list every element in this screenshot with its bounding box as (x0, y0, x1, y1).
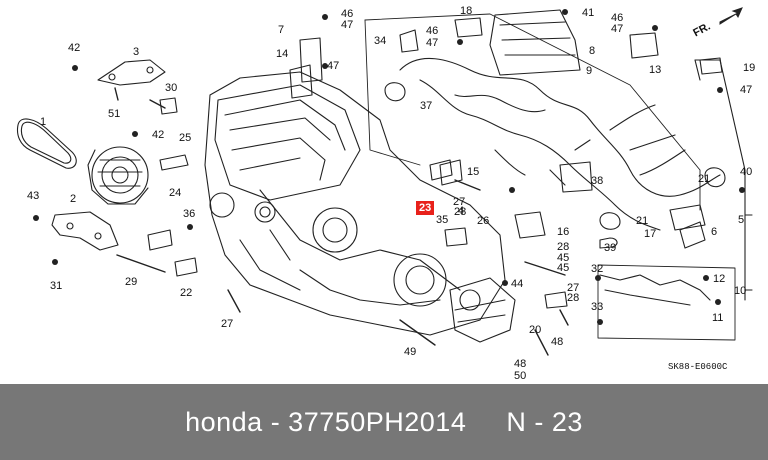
callout-42a: 42 (68, 42, 81, 54)
callout-47c: 47 (327, 60, 340, 72)
callout-27b: 27 (453, 196, 466, 208)
callout-3: 3 (133, 46, 140, 58)
callout-46c: 46 (611, 12, 624, 24)
callout-6: 6 (711, 226, 718, 238)
callout-38: 38 (591, 175, 604, 187)
callout-5: 5 (738, 214, 745, 226)
callout-7: 7 (278, 24, 285, 36)
callout-25: 25 (179, 132, 192, 144)
engine-line-drawing (16, 7, 753, 356)
drawing-code: SK88-E0600C (668, 362, 728, 372)
callout-47b: 47 (426, 37, 439, 49)
callout-26: 26 (477, 215, 490, 227)
callout-46b: 46 (426, 25, 439, 37)
callout-17: 17 (644, 228, 657, 240)
callout-1: 1 (40, 116, 47, 128)
callout-48a: 48 (551, 336, 564, 348)
callout-27a: 27 (221, 318, 234, 330)
callout-28c: 28 (567, 292, 580, 304)
callout-28a: 28 (454, 206, 467, 218)
callout-31: 31 (50, 280, 63, 292)
callout-24: 24 (169, 187, 182, 199)
callout-21b: 21 (636, 215, 649, 227)
callout-18: 18 (460, 5, 473, 17)
callout-43: 43 (27, 190, 40, 202)
callout-47a: 47 (341, 19, 354, 31)
callout-32: 32 (591, 263, 604, 275)
callout-28b: 28 (557, 241, 570, 253)
callout-13: 13 (649, 64, 662, 76)
callout-39: 39 (604, 242, 617, 254)
callout-47d: 47 (611, 23, 624, 35)
callout-30: 30 (165, 82, 178, 94)
part-caption: honda - 37750PH2014 N - 23 (185, 406, 583, 437)
callout-10: 10 (734, 285, 747, 297)
callout-12: 12 (713, 273, 726, 285)
callout-47e: 47 (740, 84, 753, 96)
callout-46a: 46 (341, 8, 354, 20)
callout-48b: 48 (514, 358, 527, 370)
callout-44: 44 (511, 278, 524, 290)
callout-36: 36 (183, 208, 196, 220)
callout-50: 50 (514, 370, 527, 382)
callout-15: 15 (467, 166, 480, 178)
callout-33: 33 (591, 301, 604, 313)
callout-2: 2 (70, 193, 77, 205)
caption-bar: honda - 37750PH2014 N - 23 (0, 384, 768, 460)
callout-51: 51 (108, 108, 121, 120)
callout-40: 40 (740, 166, 753, 178)
callout-8: 8 (589, 45, 596, 57)
callout-19: 19 (743, 62, 756, 74)
callout-42b: 42 (152, 129, 165, 141)
callout-20: 20 (529, 324, 542, 336)
callout-21a: 21 (698, 173, 711, 185)
parts-diagram: 1 2 3 4 5 6 7 8 9 10 11 12 13 14 15 16 1… (16, 5, 756, 382)
callout-16: 16 (557, 226, 570, 238)
callout-11: 11 (712, 312, 724, 324)
callout-41: 41 (582, 7, 595, 19)
callout-29: 29 (125, 276, 138, 288)
callout-23-highlighted: 23 (416, 201, 435, 215)
callout-4: 4 (458, 205, 465, 217)
callout-9: 9 (586, 65, 593, 77)
callout-45b: 45 (557, 262, 570, 274)
callout-27c: 27 (567, 282, 580, 294)
callout-35: 35 (436, 214, 449, 226)
callout-37: 37 (420, 100, 433, 112)
callout-14: 14 (276, 48, 289, 60)
callout-34: 34 (374, 35, 387, 47)
callout-22: 22 (180, 287, 193, 299)
callout-45a: 45 (557, 252, 570, 264)
callout-49: 49 (404, 346, 417, 358)
